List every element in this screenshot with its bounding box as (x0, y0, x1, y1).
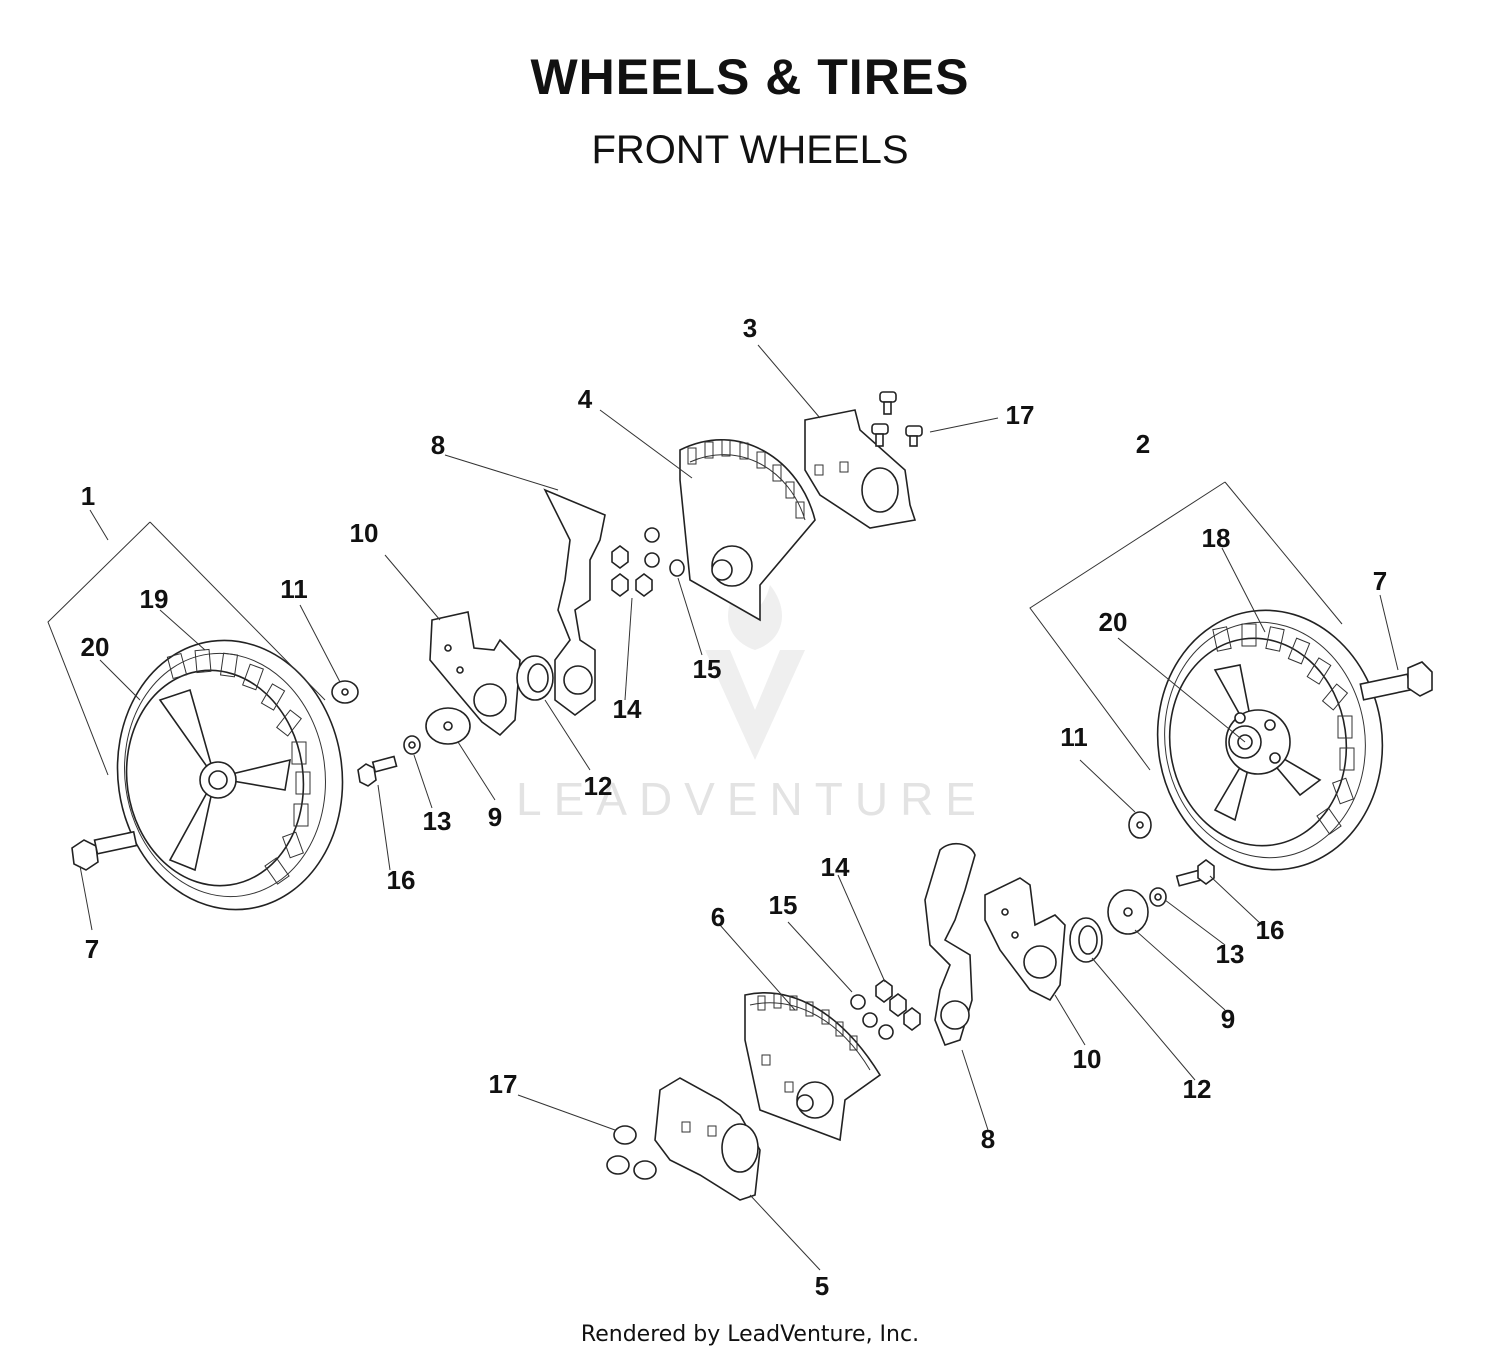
upper-bolts-17 (871, 391, 923, 447)
callout-13-left: 13 (423, 806, 452, 836)
callout-1: 1 (81, 481, 95, 511)
upper-sector-plate-4 (679, 439, 816, 622)
diagram-subtitle: FRONT WHEELS (591, 128, 909, 172)
callout-13-right: 13 (1216, 939, 1245, 969)
sector-plate-4-notches (687, 439, 805, 519)
diagram-title: WHEELS & TIRES (530, 49, 970, 105)
callout-7-left: 7 (85, 934, 99, 964)
right-wheel-assembly (1156, 609, 1384, 871)
lower-bolts-17 (606, 1125, 657, 1180)
callout-6: 6 (711, 902, 725, 932)
callout-11-left: 11 (280, 574, 308, 604)
right-bracket-10 (984, 877, 1066, 1002)
callout-14-upper: 14 (613, 694, 642, 724)
callout-2: 2 (1136, 429, 1150, 459)
callout-20-left: 20 (81, 632, 110, 662)
callout-17-upper: 17 (1006, 400, 1035, 430)
left-rim-spoke-3 (168, 777, 216, 872)
callout-19: 19 (140, 584, 169, 614)
callout-14-lower: 14 (821, 852, 850, 882)
left-rim-spoke-1 (158, 688, 216, 779)
right-nuts-14 (875, 979, 921, 1031)
callout-12-left: 12 (584, 771, 613, 801)
left-nuts-14 (611, 545, 653, 597)
callout-16-left: 16 (387, 865, 416, 895)
callout-15-upper: 15 (693, 654, 722, 684)
right-bolt-16 (1175, 859, 1215, 887)
callout-8-lower: 8 (981, 1124, 995, 1154)
callout-numbers: 1 2 3 4 5 6 7 7 8 8 9 9 10 10 11 11 12 1… (81, 313, 1388, 1301)
callout-9-left: 9 (488, 802, 502, 832)
right-washers-15 (850, 994, 894, 1040)
left-lever-8 (543, 488, 606, 716)
left-hub-bore (208, 770, 228, 790)
left-wheel-assembly (116, 639, 344, 911)
callout-18: 18 (1202, 523, 1231, 553)
callout-8-upper: 8 (431, 430, 445, 460)
upper-bracket-3 (804, 409, 917, 529)
callout-10-left: 10 (350, 518, 379, 548)
watermark-text: LEADVENTURE (516, 773, 988, 825)
left-rim-spoke-2 (214, 758, 291, 791)
lower-sector-plate-6 (744, 992, 882, 1142)
callout-4: 4 (578, 384, 593, 414)
callout-12-right: 12 (1183, 1074, 1212, 1104)
callout-17-lower: 17 (489, 1069, 518, 1099)
callout-15-lower: 15 (769, 890, 798, 920)
callout-20-right: 20 (1099, 607, 1128, 637)
right-tire-tread-blocks (1212, 623, 1355, 835)
right-lever-8 (924, 842, 976, 1046)
left-tire-tread-blocks (166, 648, 311, 885)
leader-lines (47, 344, 1399, 1271)
sector-plate-6-notches (757, 993, 858, 1051)
callout-11-right: 11 (1060, 722, 1088, 752)
left-tire-tread-ring (124, 652, 326, 898)
left-washers-15 (644, 527, 685, 577)
callout-10-right: 10 (1073, 1044, 1102, 1074)
watermark: LEADVENTURE (516, 585, 988, 825)
right-axle-bolt (1359, 661, 1433, 701)
callout-16-right: 16 (1256, 915, 1285, 945)
left-bolt-16 (357, 755, 398, 787)
callout-9-right: 9 (1221, 1004, 1235, 1034)
callout-5: 5 (815, 1271, 829, 1301)
left-axle-bolt (71, 830, 138, 871)
right-tire-tread-ring (1164, 621, 1366, 859)
footer-credit: Rendered by LeadVenture, Inc. (580, 1322, 920, 1347)
callout-7-right: 7 (1373, 566, 1387, 596)
callout-3: 3 (743, 313, 757, 343)
